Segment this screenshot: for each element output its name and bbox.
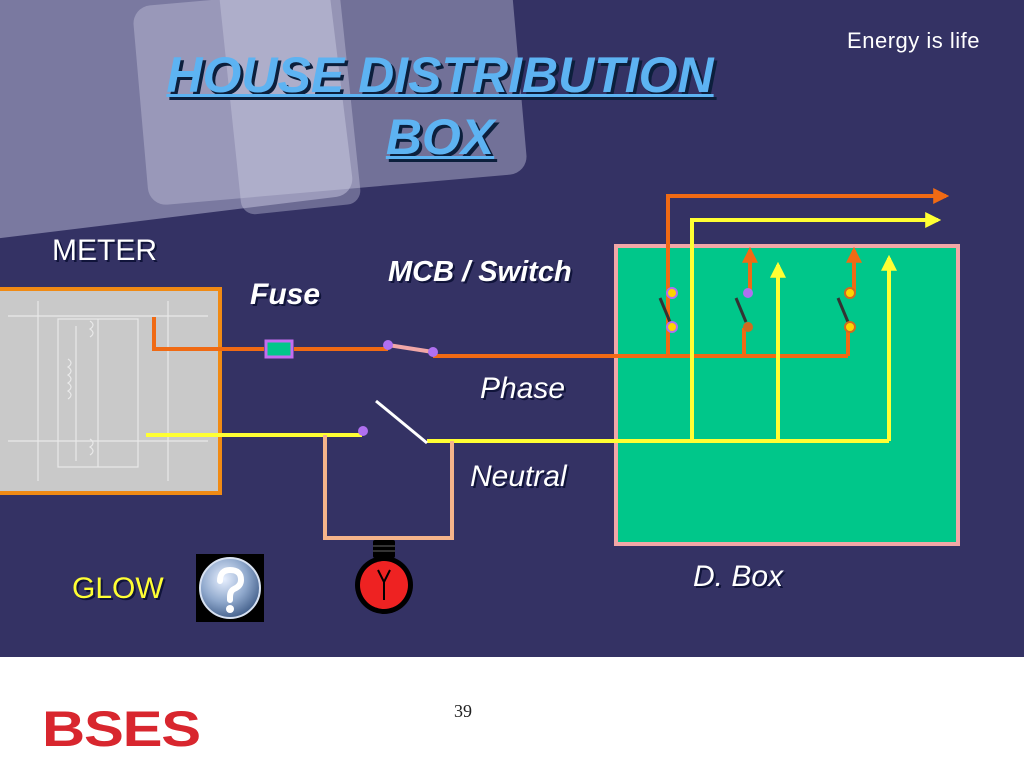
meter-box — [0, 287, 222, 495]
breaker-3 — [836, 287, 856, 333]
slide: HOUSE DISTRIBUTION BOX Energy is life — [0, 0, 1024, 657]
neutral-label: Neutral — [470, 460, 567, 493]
mcb-switch — [383, 340, 438, 357]
fuse — [264, 339, 294, 359]
breaker-2 — [734, 288, 753, 332]
bses-logo: BSES — [42, 702, 201, 750]
light-bulb-icon — [355, 540, 413, 614]
title-line-2: BOX — [385, 109, 495, 165]
neutral-wire — [146, 212, 942, 443]
title-line-1: HOUSE DISTRIBUTION — [166, 47, 714, 103]
wiring-diagram — [146, 188, 950, 614]
mcb-switch-label: MCB / Switch — [388, 256, 572, 288]
phase-label: Phase — [480, 372, 566, 405]
glow-switch — [323, 399, 454, 550]
logo-text: BSES — [42, 702, 200, 750]
page-number: 39 — [454, 701, 472, 721]
question-mark-icon — [199, 557, 261, 619]
fuse-label: Fuse — [250, 278, 321, 311]
tagline: Energy is life — [847, 28, 980, 53]
d-box-label: D. Box — [693, 560, 784, 593]
meter-label: METER — [52, 234, 157, 267]
help-button[interactable] — [196, 554, 264, 622]
slide-title: HOUSE DISTRIBUTION BOX — [110, 44, 770, 168]
meter-drawing — [8, 301, 208, 481]
breaker-1 — [658, 287, 678, 333]
glow-label: GLOW — [72, 572, 164, 605]
